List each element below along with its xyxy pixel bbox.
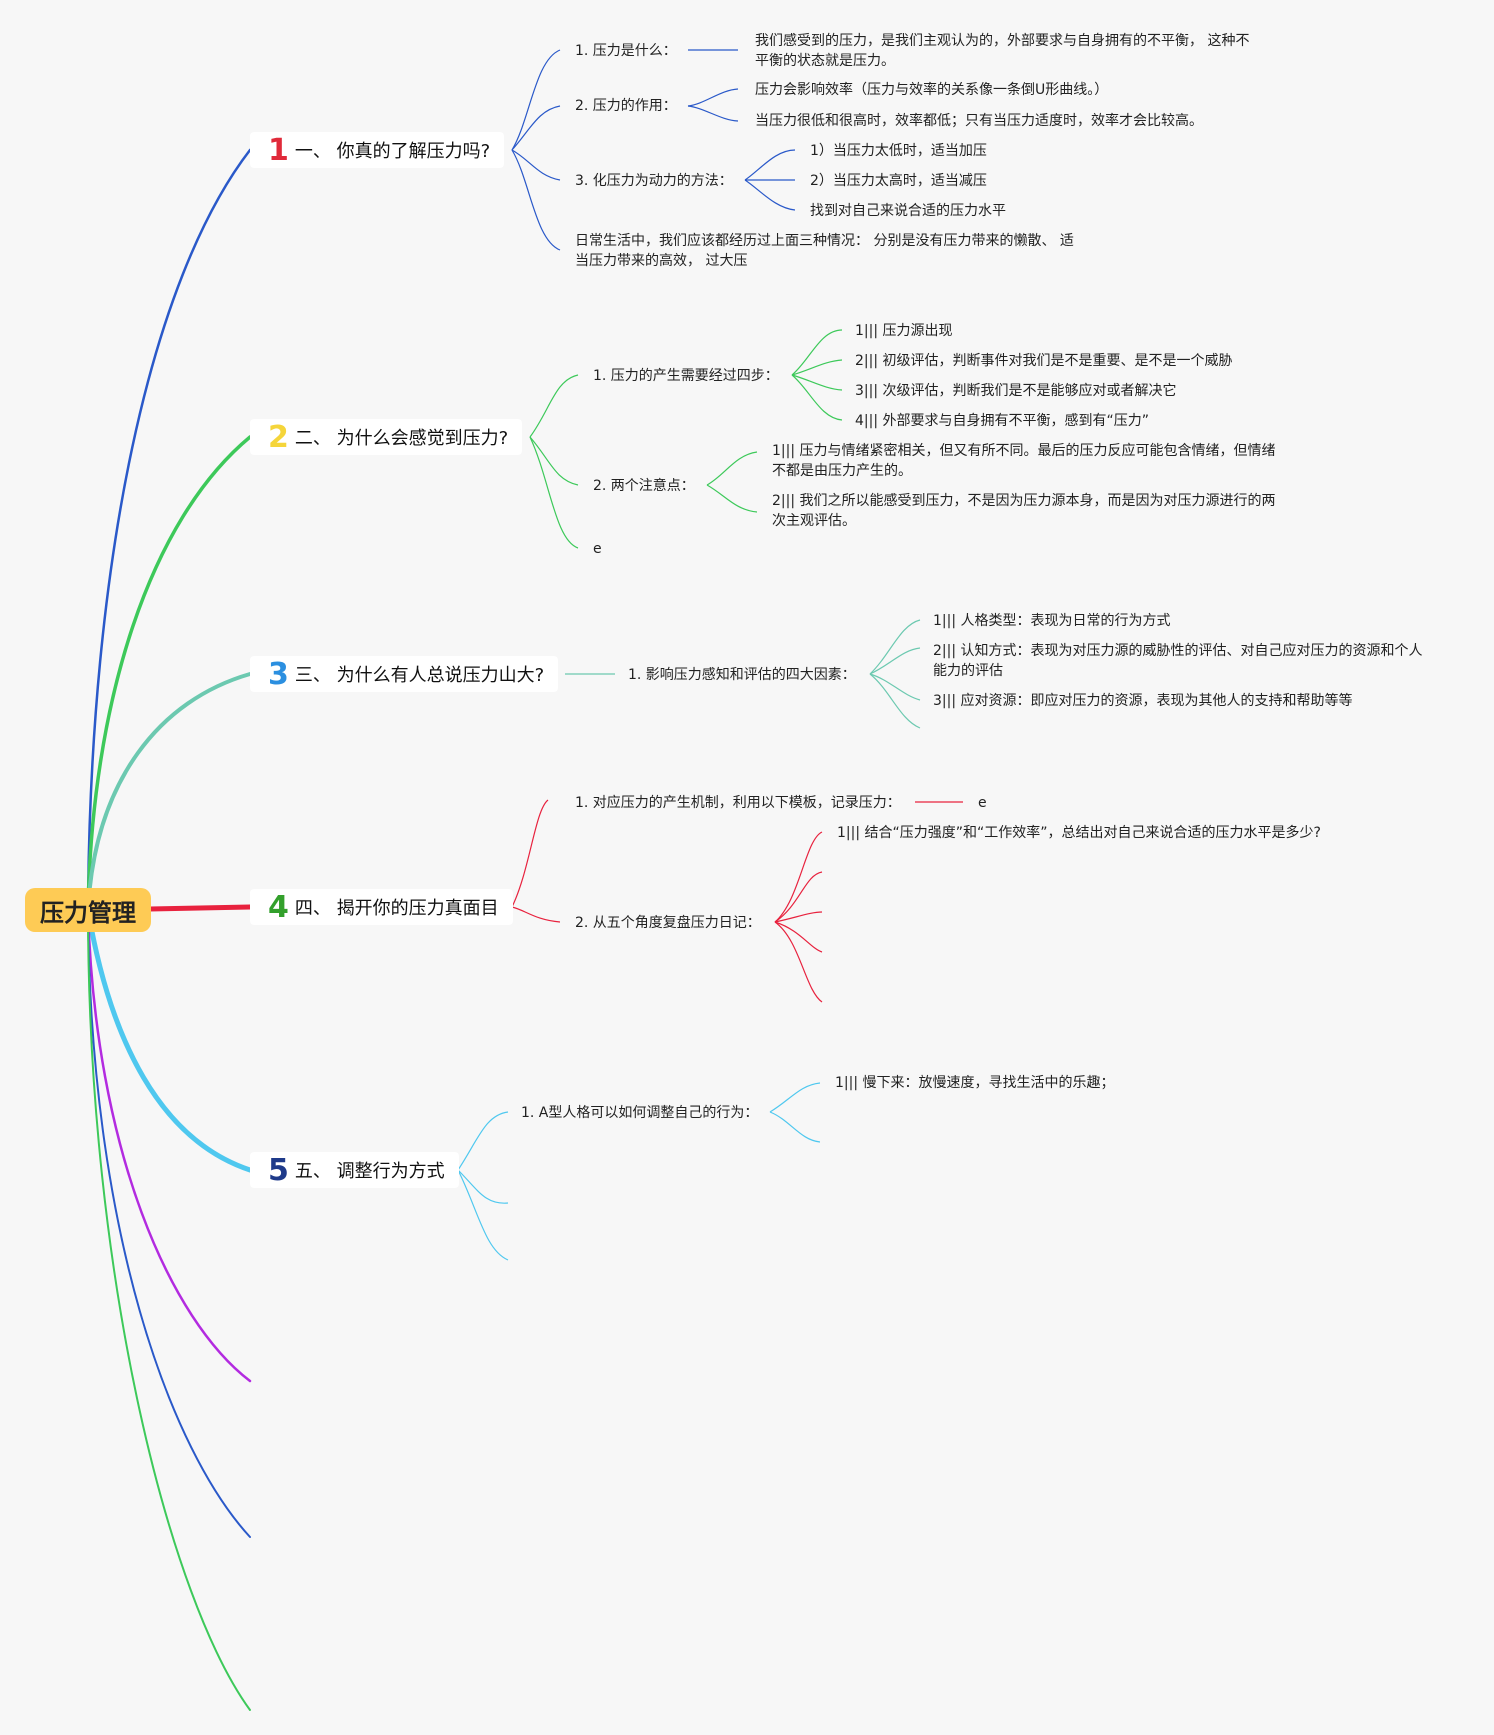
subtopic[interactable]: 1. 压力的产生需要经过四步： bbox=[593, 368, 779, 384]
topic-number: 4 bbox=[268, 889, 289, 925]
leaf[interactable]: 压力会影响效率（压力与效率的关系像一条倒U形曲线。） bbox=[755, 82, 1109, 98]
topic-title: 四、 揭开你的压力真面目 bbox=[294, 898, 499, 919]
topic-number: 2 bbox=[268, 419, 289, 455]
root-label: 压力管理 bbox=[40, 898, 136, 927]
subtopic[interactable]: 2. 压力的作用： bbox=[575, 98, 677, 114]
leaf[interactable]: 1||| 结合“压力强度”和“工作效率”，总结出对自己来说合适的压力水平是多少? bbox=[837, 825, 1321, 841]
leaf[interactable]: 找到对自己来说合适的压力水平 bbox=[810, 203, 1006, 219]
topic-number: 1 bbox=[268, 132, 289, 168]
leaf[interactable]: 3||| 次级评估，判断我们是不是能够应对或者解决它 bbox=[855, 383, 1177, 399]
leaf[interactable]: 1||| 慢下来：放慢速度，寻找生活中的乐趣； bbox=[835, 1075, 1115, 1091]
leaf[interactable]: 1）当压力太低时，适当加压 bbox=[810, 143, 987, 159]
subtopic[interactable]: 1. 对应压力的产生机制，利用以下模板，记录压力： bbox=[575, 795, 901, 811]
topic-number: 5 bbox=[268, 1152, 289, 1188]
leaf[interactable]: 2||| 初级评估，判断事件对我们是不是重要、是不是一个威胁 bbox=[855, 353, 1233, 369]
leaf[interactable]: 2）当压力太高时，适当减压 bbox=[810, 173, 987, 189]
branch-line-5 bbox=[85, 907, 253, 1173]
topic-title: 一、 你真的了解压力吗? bbox=[294, 141, 491, 162]
leaf[interactable]: 4||| 外部要求与自身拥有不平衡，感到有“压力” bbox=[855, 413, 1150, 429]
topic-4[interactable]: 4 四、 揭开你的压力真面目 bbox=[250, 889, 513, 925]
leaf[interactable]: 1||| 压力源出现 bbox=[855, 323, 953, 339]
subtopic[interactable]: 2. 从五个角度复盘压力日记： bbox=[575, 915, 761, 931]
leaf[interactable]: 1||| 压力与情绪紧密相关，但又有所不同。最后的压力反应可能包含情绪，但情绪不… bbox=[772, 443, 1276, 479]
leaf[interactable]: 3||| 应对资源：即应对压力的资源，表现为其他人的支持和帮助等等 bbox=[933, 693, 1353, 709]
topic-3[interactable]: 3 三、 为什么有人总说压力山大? bbox=[250, 656, 559, 692]
topic-title: 二、 为什么会感觉到压力? bbox=[294, 428, 509, 449]
topic-number: 3 bbox=[268, 656, 289, 692]
subtopic[interactable]: 3. 化压力为动力的方法： bbox=[575, 173, 733, 189]
topic-1[interactable]: 1 一、 你真的了解压力吗? bbox=[250, 132, 505, 168]
subtopic[interactable]: 1. 压力是什么： bbox=[575, 43, 677, 59]
branch-line-8 bbox=[87, 909, 251, 1711]
leaf[interactable]: 我们感受到的压力，是我们主观认为的，外部要求与自身拥有的不平衡， 这种不平衡的状… bbox=[755, 33, 1250, 69]
leaf[interactable]: 2||| 我们之所以能感受到压力，不是因为压力源本身，而是因为对压力源进行的两次… bbox=[772, 493, 1276, 529]
root-node[interactable]: 压力管理 bbox=[25, 888, 151, 932]
subtopic[interactable]: 1. A型人格可以如何调整自己的行为： bbox=[521, 1105, 759, 1121]
leaf[interactable]: 1||| 人格类型：表现为日常的行为方式 bbox=[933, 613, 1171, 629]
branch-line-6 bbox=[86, 908, 252, 1383]
subtopic[interactable]: 日常生活中，我们应该都经历过上面三种情况： 分别是没有压力带来的懒散、 适当压力… bbox=[575, 233, 1074, 269]
subtopic[interactable]: 2. 两个注意点： bbox=[593, 478, 695, 494]
subtopic[interactable]: e bbox=[593, 541, 602, 557]
branch-line-3 bbox=[86, 672, 252, 912]
subtopic[interactable]: 1. 影响压力感知和评估的四大因素： bbox=[628, 667, 856, 683]
branch-line-7 bbox=[87, 909, 251, 1538]
topic-2[interactable]: 2 二、 为什么会感觉到压力? bbox=[250, 419, 523, 455]
branch-line-1 bbox=[86, 148, 252, 912]
leaf[interactable]: 2||| 认知方式：表现为对压力源的威胁性的评估、对自己应对压力的资源和个人能力… bbox=[933, 643, 1423, 679]
topic-5[interactable]: 5 五、 调整行为方式 bbox=[250, 1152, 459, 1188]
topic-title: 五、 调整行为方式 bbox=[294, 1161, 445, 1182]
branch-line-4 bbox=[147, 904, 253, 912]
leaf[interactable]: 当压力很低和很高时，效率都低；只有当压力适度时，效率才会比较高。 bbox=[755, 113, 1203, 129]
topic-title: 三、 为什么有人总说压力山大? bbox=[294, 665, 545, 686]
leaf[interactable]: e bbox=[978, 795, 987, 811]
branch-line-2 bbox=[86, 435, 252, 912]
